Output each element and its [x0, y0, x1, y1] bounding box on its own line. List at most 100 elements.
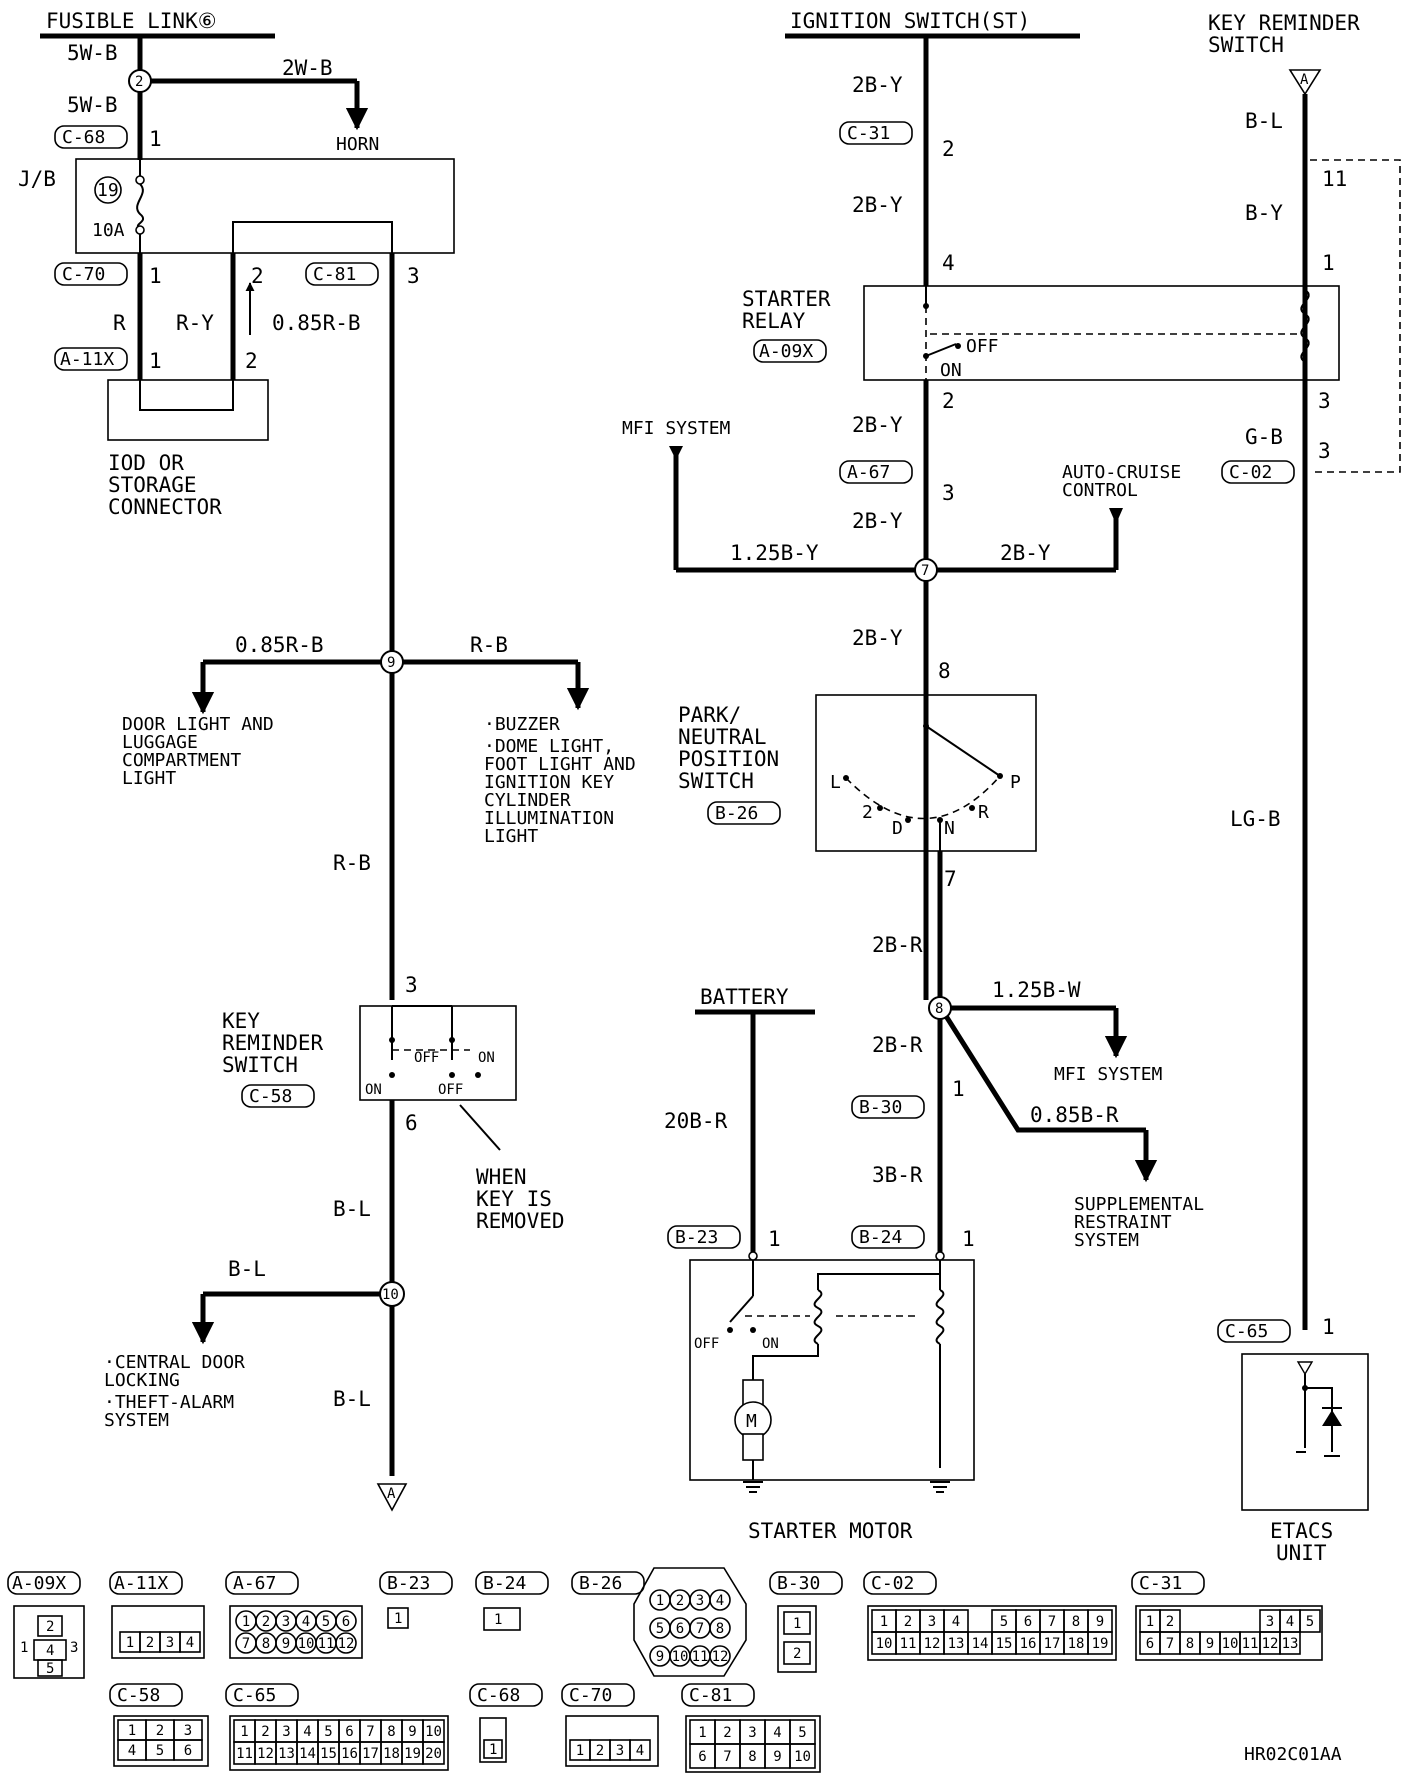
starter-motor-title: STARTER MOTOR	[748, 1519, 913, 1543]
pin-cell	[422, 1741, 445, 1765]
pin: 9	[408, 1724, 416, 1740]
central-label: ·THEFT-ALARM	[104, 1392, 234, 1413]
pin: 7	[1166, 1636, 1174, 1652]
pin-number: 3	[407, 264, 420, 288]
right-circuit: KEY REMINDER SWITCH A B-L 11 B-Y 1 3 G-B…	[1208, 11, 1401, 1565]
pin: 3	[184, 1723, 192, 1739]
when-key-label: REMOVED	[476, 1209, 565, 1233]
wire-label: 2B-Y	[852, 626, 903, 650]
pn-pos-l: L	[830, 772, 841, 793]
pin: 2	[261, 1724, 269, 1740]
wire-label: B-L	[1245, 109, 1283, 133]
pin: 4	[303, 1724, 311, 1740]
switch-off-label: OFF	[414, 1050, 439, 1066]
pin: 11	[236, 1746, 253, 1762]
pin-number: 2	[245, 349, 258, 373]
pin: 3	[70, 1640, 78, 1656]
pin: 4	[186, 1635, 194, 1651]
wire-label: B-L	[333, 1197, 371, 1221]
srs-label: RESTRAINT	[1074, 1212, 1172, 1233]
connector-id: C-68	[62, 127, 105, 148]
central-label: SYSTEM	[104, 1410, 169, 1431]
connector-id: C-70	[62, 264, 105, 285]
wire-label: 20B-R	[664, 1109, 728, 1133]
iod-connector-box	[107, 379, 269, 441]
pin: 5	[798, 1725, 806, 1741]
central-label: ·CENTRAL DOOR	[104, 1352, 245, 1373]
connector-tag	[54, 125, 128, 149]
connector-view-b24: B-24 1	[475, 1571, 549, 1631]
pin: 5	[1000, 1614, 1008, 1630]
pin-number: 3	[405, 973, 418, 997]
dome-label: FOOT LIGHT AND	[484, 754, 636, 775]
dome-label: ILLUMINATION	[484, 808, 614, 829]
battery-title: BATTERY	[700, 985, 789, 1009]
pin: 7	[1048, 1614, 1056, 1630]
pin: 6	[345, 1724, 353, 1740]
diagram-code: HR02C01AA	[1244, 1744, 1342, 1765]
pin-cell	[1299, 1609, 1321, 1633]
pin: 2	[262, 1614, 270, 1630]
pin: 13	[948, 1636, 965, 1652]
pin: 1	[576, 1743, 584, 1759]
pin: 9	[282, 1636, 290, 1652]
pin-cell	[789, 1743, 816, 1769]
pin: 8	[1072, 1614, 1080, 1630]
srs-label: SUPPLEMENTAL	[1074, 1194, 1204, 1215]
wire-label: 2B-Y	[852, 413, 903, 437]
pin-cell	[1279, 1631, 1301, 1655]
wire-label: 2B-Y	[852, 193, 903, 217]
pin: 17	[1044, 1636, 1061, 1652]
motor-off-label: OFF	[694, 1336, 719, 1352]
pin: 4	[1286, 1614, 1294, 1630]
pin: 1	[494, 1612, 502, 1628]
pin-cell	[709, 1645, 731, 1667]
pin: 5	[656, 1621, 664, 1637]
wire-label: 3B-R	[872, 1163, 923, 1187]
pin: 9	[1206, 1636, 1214, 1652]
srs-label: SYSTEM	[1074, 1230, 1139, 1251]
pin: 3	[928, 1614, 936, 1630]
when-key-label: WHEN	[476, 1165, 527, 1189]
connector-id: B-26	[715, 803, 758, 824]
wire-label: 1.25B-W	[992, 978, 1081, 1002]
fuse-number-circle	[94, 176, 122, 204]
dome-label: ·DOME LIGHT,	[484, 736, 614, 757]
pin: 6	[1146, 1636, 1154, 1652]
starter-motor-box	[689, 1259, 975, 1481]
pin: 12	[338, 1636, 355, 1652]
switch-off-label: OFF	[438, 1082, 463, 1098]
wire-label: B-Y	[1245, 201, 1283, 225]
pin: 4	[952, 1614, 960, 1630]
pin: 3	[748, 1725, 756, 1741]
pin: 8	[262, 1636, 270, 1652]
pin-number: 3	[1318, 389, 1331, 413]
pin-number: 1	[149, 349, 162, 373]
junction-number: 10	[382, 1287, 399, 1303]
pin: 1	[489, 1742, 497, 1758]
pn-switch-label: SWITCH	[678, 769, 754, 793]
pin: 16	[341, 1746, 358, 1762]
pin: 7	[723, 1749, 731, 1765]
buzzer-label: ·BUZZER	[484, 714, 560, 735]
pin: 10	[1222, 1636, 1239, 1652]
door-light-label: COMPARTMENT	[122, 750, 241, 771]
etacs-label: ETACS	[1270, 1519, 1333, 1543]
pin: 11	[1242, 1636, 1259, 1652]
pin-number: 8	[938, 659, 951, 683]
pin: 8	[716, 1621, 724, 1637]
pin: 6	[676, 1621, 684, 1637]
key-reminder-label: SWITCH	[222, 1053, 298, 1077]
connector-view-label: B-23	[387, 1573, 430, 1594]
pin: 10	[794, 1749, 811, 1765]
connector-id: C-81	[313, 264, 356, 285]
pin: 3	[1266, 1614, 1274, 1630]
pin: 5	[324, 1724, 332, 1740]
pin: 1	[394, 1611, 402, 1627]
pin: 13	[278, 1746, 295, 1762]
